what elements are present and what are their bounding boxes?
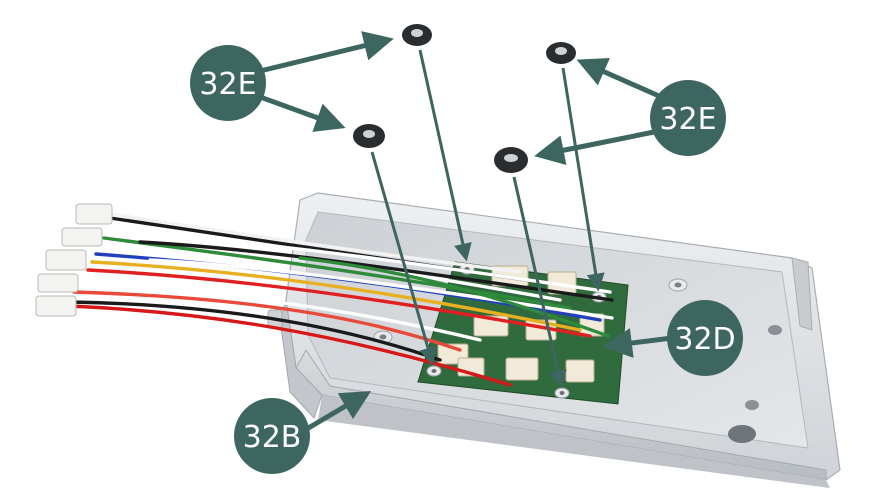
washer [546,42,576,64]
callout-arrows [249,31,675,433]
mounting-hole [745,400,759,410]
callout-label: 32E [659,102,716,137]
guide-arrow [370,151,437,366]
mounting-hole [728,425,756,443]
callout-32e-right: 32E [650,80,726,156]
callout-32b: 32B [234,398,310,474]
washer [494,147,528,173]
callout-label: 32E [199,67,256,102]
callout-label: 32D [674,322,735,357]
guide-arrow [512,176,567,389]
wire-bundle [68,212,614,387]
mounting-hole [768,325,782,335]
washer [402,24,432,46]
housing-slot [791,257,813,331]
callout-label: 32B [243,420,302,455]
callout-32e-top-left: 32E [190,45,266,121]
guide-lines [370,49,605,389]
guide-arrow [561,67,605,292]
guide-arrow [418,49,472,262]
washer [353,124,385,148]
washers-32e [353,24,576,173]
wire-connectors [35,203,113,317]
callout-32d: 32D [667,300,743,376]
